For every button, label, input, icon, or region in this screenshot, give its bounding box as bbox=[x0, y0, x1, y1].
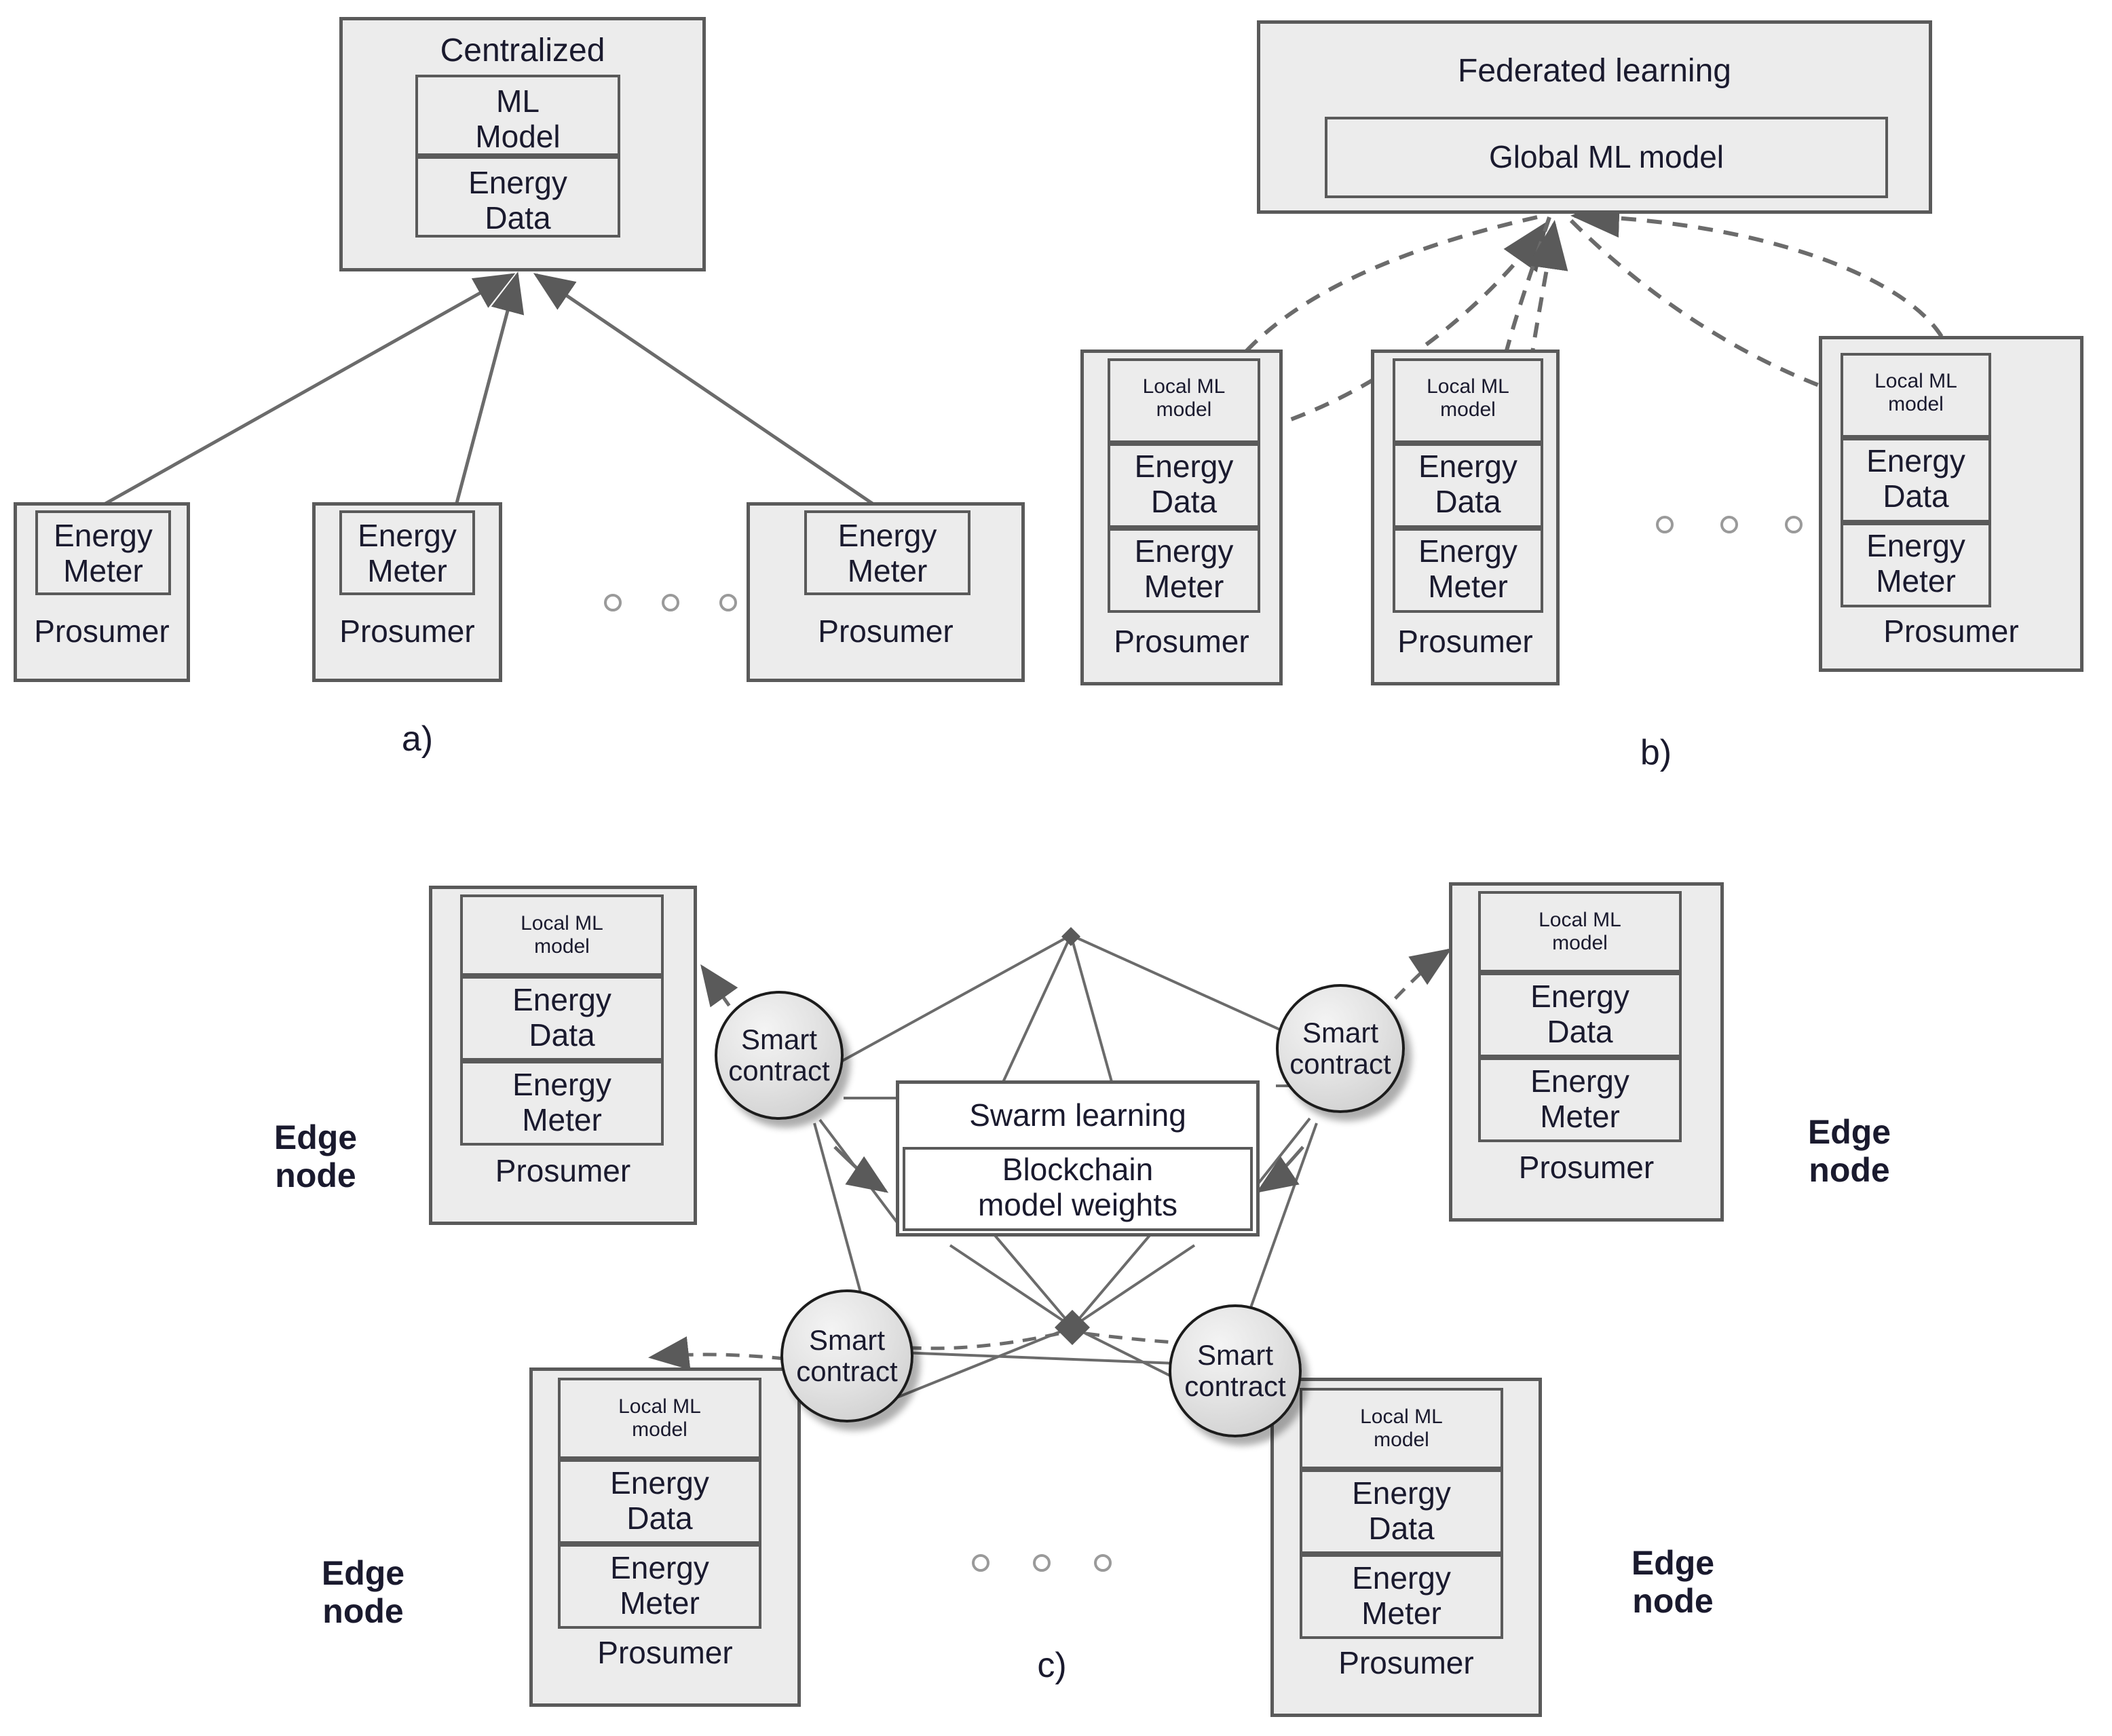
centralized-energy-data-box bbox=[415, 156, 620, 238]
panel-a-prosumer-label-1: Prosumer bbox=[34, 614, 170, 649]
smart-contract-label-4: Smart contract bbox=[1184, 1338, 1286, 1402]
panel-c-edge-node-label-2: Edge node bbox=[1807, 1113, 1891, 1189]
panel-b-local-model-label-2: Local ML model bbox=[1427, 375, 1509, 421]
global-ml-model-label: Global ML model bbox=[1488, 139, 1724, 174]
panel-a-meter-label-1: Energy Meter bbox=[54, 518, 153, 588]
panel-b-local-model-label-3: Local ML model bbox=[1874, 370, 1957, 415]
centralized-ml-model-box bbox=[415, 75, 620, 156]
panel-c-energy-meter-label-2: Energy Meter bbox=[1530, 1063, 1629, 1134]
panel-c-energy-meter-label-3: Energy Meter bbox=[610, 1550, 709, 1621]
panel-b-local-model-box-3 bbox=[1841, 353, 1991, 438]
panel-b-energy-meter-box-2 bbox=[1393, 528, 1543, 613]
panel-a-ellipsis-dot-3 bbox=[719, 594, 737, 611]
smart-contract-circle-2[interactable]: Smart contract bbox=[1276, 984, 1405, 1113]
panel-c-energy-data-label-3: Energy Data bbox=[610, 1465, 709, 1536]
panel-c-energy-data-box-1 bbox=[460, 976, 664, 1061]
panel-a-prosumer-label-3: Prosumer bbox=[818, 614, 954, 649]
panel-c-ellipsis-dot-2 bbox=[1033, 1554, 1051, 1572]
panel-c-prosumer-label-2: Prosumer bbox=[1518, 1150, 1655, 1185]
panel-c-energy-meter-label-1: Energy Meter bbox=[512, 1067, 611, 1137]
panel-c-local-model-label-3: Local ML model bbox=[618, 1395, 701, 1441]
panel-c-energy-meter-box-1 bbox=[460, 1061, 664, 1146]
panel-c-energy-data-box-4 bbox=[1300, 1469, 1503, 1554]
panel-a-meter-label-3: Energy Meter bbox=[837, 518, 937, 588]
panel-b-prosumer-label-2: Prosumer bbox=[1397, 624, 1533, 659]
panel-b-local-model-label-1: Local ML model bbox=[1142, 375, 1226, 421]
panel-a-caption: a) bbox=[401, 719, 434, 759]
federated-title: Federated learning bbox=[1458, 53, 1731, 89]
panel-b-energy-data-label-1: Energy Data bbox=[1134, 449, 1234, 519]
panel-b-ellipsis-dot-1 bbox=[1656, 516, 1674, 533]
panel-c-local-model-box-3 bbox=[558, 1378, 761, 1459]
panel-b-energy-data-box-2 bbox=[1393, 443, 1543, 528]
panel-c-prosumer-label-1: Prosumer bbox=[495, 1153, 631, 1188]
panel-b-prosumer-label-3: Prosumer bbox=[1883, 614, 2019, 649]
global-ml-model-box bbox=[1325, 117, 1888, 198]
panel-b-energy-data-label-3: Energy Data bbox=[1866, 443, 1965, 514]
panel-c-local-model-label-2: Local ML model bbox=[1539, 909, 1621, 954]
panel-c-caption: c) bbox=[1037, 1646, 1067, 1685]
panel-c-local-model-box-4 bbox=[1300, 1388, 1503, 1469]
blockchain-model-weights-box bbox=[903, 1147, 1253, 1231]
panel-b-energy-data-box-1 bbox=[1108, 443, 1260, 528]
panel-b-local-model-box-2 bbox=[1393, 358, 1543, 443]
panel-c-energy-meter-box-2 bbox=[1478, 1057, 1682, 1142]
panel-c-local-model-label-1: Local ML model bbox=[521, 912, 603, 958]
panel-b-energy-data-label-2: Energy Data bbox=[1418, 449, 1517, 519]
panel-a-meter-box-1 bbox=[35, 510, 171, 595]
smart-contract-circle-4[interactable]: Smart contract bbox=[1169, 1304, 1302, 1437]
centralized-ml-model-label: ML Model bbox=[475, 83, 561, 154]
panel-c-ellipsis-dot-3 bbox=[1094, 1554, 1112, 1572]
panel-c-edge-node-label-4: Edge node bbox=[1631, 1544, 1715, 1620]
panel-b-prosumer-label-1: Prosumer bbox=[1114, 624, 1249, 659]
panel-b-energy-data-box-3 bbox=[1841, 438, 1991, 523]
panel-b-local-model-box-1 bbox=[1108, 358, 1260, 443]
panel-c-edge-node-label-1: Edge node bbox=[274, 1118, 358, 1194]
smart-contract-label-2: Smart contract bbox=[1289, 1016, 1391, 1080]
panel-b-energy-meter-box-1 bbox=[1108, 528, 1260, 613]
panel-a-prosumer-label-2: Prosumer bbox=[339, 614, 475, 649]
panel-c-energy-data-label-1: Energy Data bbox=[512, 982, 611, 1053]
panel-c-local-model-box-2 bbox=[1478, 891, 1682, 973]
panel-a-meter-box-2 bbox=[339, 510, 475, 595]
panel-c-prosumer-label-4: Prosumer bbox=[1338, 1645, 1474, 1680]
smart-contract-label-3: Smart contract bbox=[796, 1323, 898, 1387]
centralized-title: Centralized bbox=[440, 33, 605, 69]
panel-c-energy-meter-label-4: Energy Meter bbox=[1352, 1560, 1451, 1631]
panel-a-edges bbox=[100, 271, 877, 508]
centralized-energy-data-label: Energy Data bbox=[468, 165, 567, 235]
panel-b-energy-meter-label-2: Energy Meter bbox=[1418, 533, 1517, 604]
panel-a-ellipsis-dot-1 bbox=[604, 594, 622, 611]
panel-c-energy-data-label-4: Energy Data bbox=[1352, 1475, 1451, 1546]
panel-b-ellipsis-dot-2 bbox=[1720, 516, 1738, 533]
panel-b-energy-meter-box-3 bbox=[1841, 523, 1991, 607]
panel-b-energy-meter-label-3: Energy Meter bbox=[1866, 528, 1965, 599]
panel-b-ellipsis-dot-3 bbox=[1785, 516, 1803, 533]
panel-c-edge-node-label-3: Edge node bbox=[321, 1554, 405, 1630]
panel-c-energy-meter-box-4 bbox=[1300, 1554, 1503, 1639]
swarm-learning-title: Swarm learning bbox=[969, 1097, 1186, 1133]
panel-c-energy-data-label-2: Energy Data bbox=[1530, 979, 1629, 1049]
panel-c-ellipsis-dot-1 bbox=[972, 1554, 989, 1572]
panel-a-meter-box-3 bbox=[804, 510, 970, 595]
panel-c-energy-data-box-2 bbox=[1478, 973, 1682, 1057]
panel-a-meter-label-2: Energy Meter bbox=[358, 518, 457, 588]
panel-c-energy-meter-box-3 bbox=[558, 1544, 761, 1629]
smart-contract-circle-1[interactable]: Smart contract bbox=[715, 991, 844, 1120]
panel-c-local-model-label-4: Local ML model bbox=[1360, 1405, 1443, 1451]
smart-contract-label-1: Smart contract bbox=[728, 1023, 830, 1087]
panel-c-local-model-box-1 bbox=[460, 894, 664, 976]
panel-b-caption: b) bbox=[1640, 733, 1672, 772]
smart-contract-circle-3[interactable]: Smart contract bbox=[780, 1289, 913, 1422]
blockchain-model-weights-label: Blockchain model weights bbox=[977, 1152, 1178, 1222]
panel-b-energy-meter-label-1: Energy Meter bbox=[1134, 533, 1234, 604]
panel-c-energy-data-box-3 bbox=[558, 1459, 761, 1544]
panel-a-ellipsis-dot-2 bbox=[662, 594, 679, 611]
panel-c-prosumer-label-3: Prosumer bbox=[597, 1635, 733, 1670]
